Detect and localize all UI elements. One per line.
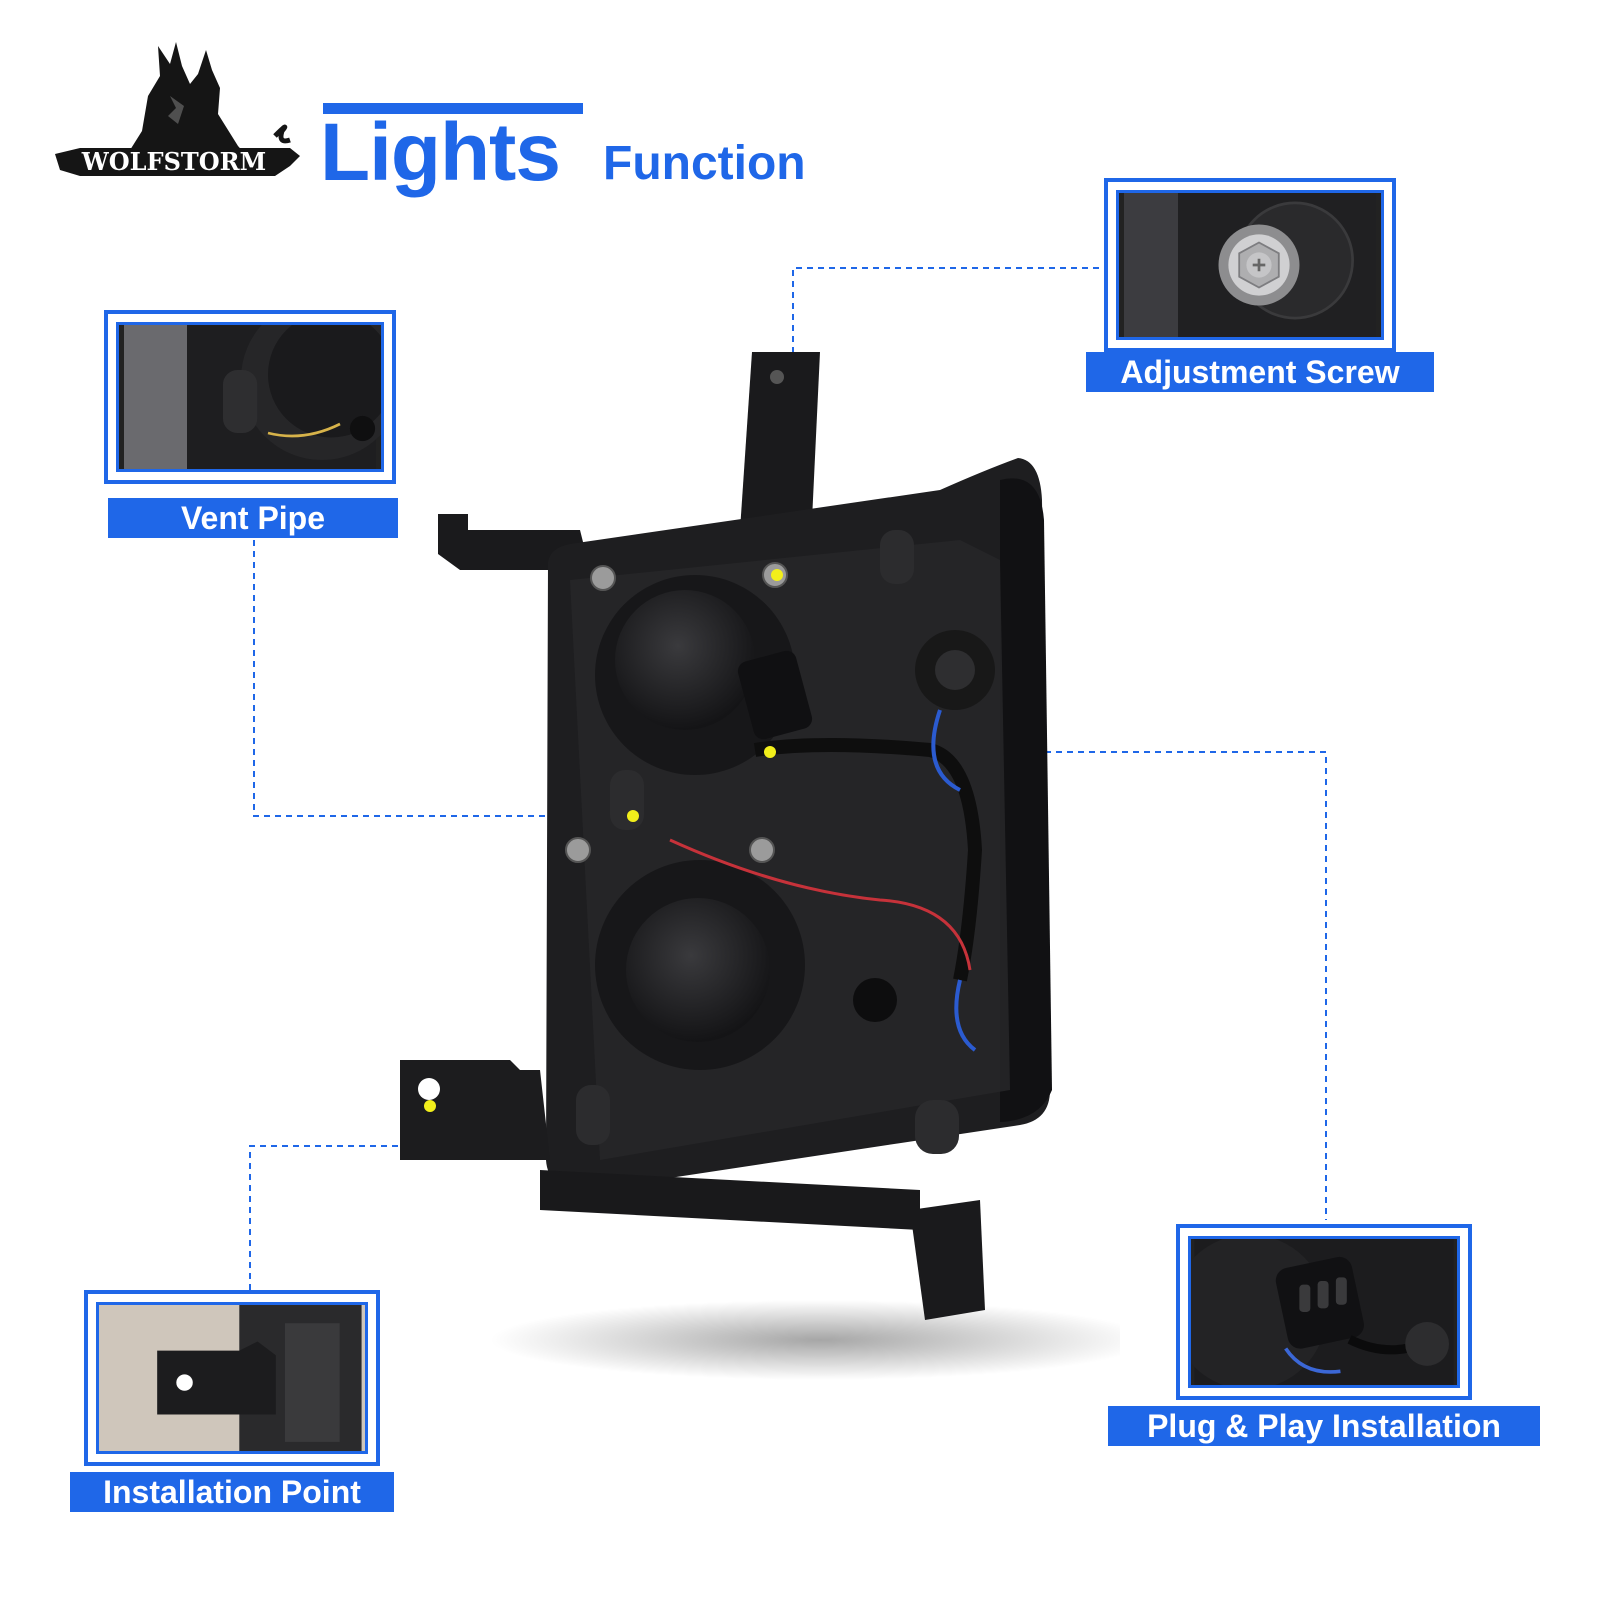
- title-accent-bar: [323, 103, 583, 114]
- headlight-housing-image: [400, 352, 1120, 1380]
- vent-pipe-photo: [124, 325, 381, 469]
- page-title: Lights: [320, 107, 561, 198]
- plug-play-callout: [1176, 1224, 1472, 1400]
- installation-point-label: Installation Point: [70, 1472, 394, 1512]
- plug-play-photo: [1191, 1239, 1454, 1385]
- installation-point-callout: [84, 1290, 380, 1466]
- installation-point-photo: [102, 1305, 362, 1451]
- page-subtitle: Function: [603, 137, 806, 190]
- vent-pipe-label: Vent Pipe: [108, 498, 398, 538]
- plug-play-label: Plug & Play Installation: [1108, 1406, 1540, 1446]
- adjustment-screw-label: Adjustment Screw: [1086, 352, 1434, 392]
- brand-name: WOLFSTORM: [81, 147, 266, 176]
- adjustment-screw-photo: [1124, 193, 1376, 337]
- brand-logo: WOLFSTORM: [55, 42, 300, 176]
- vent-pipe-callout: [104, 310, 396, 484]
- adjustment-screw-callout: [1104, 178, 1396, 352]
